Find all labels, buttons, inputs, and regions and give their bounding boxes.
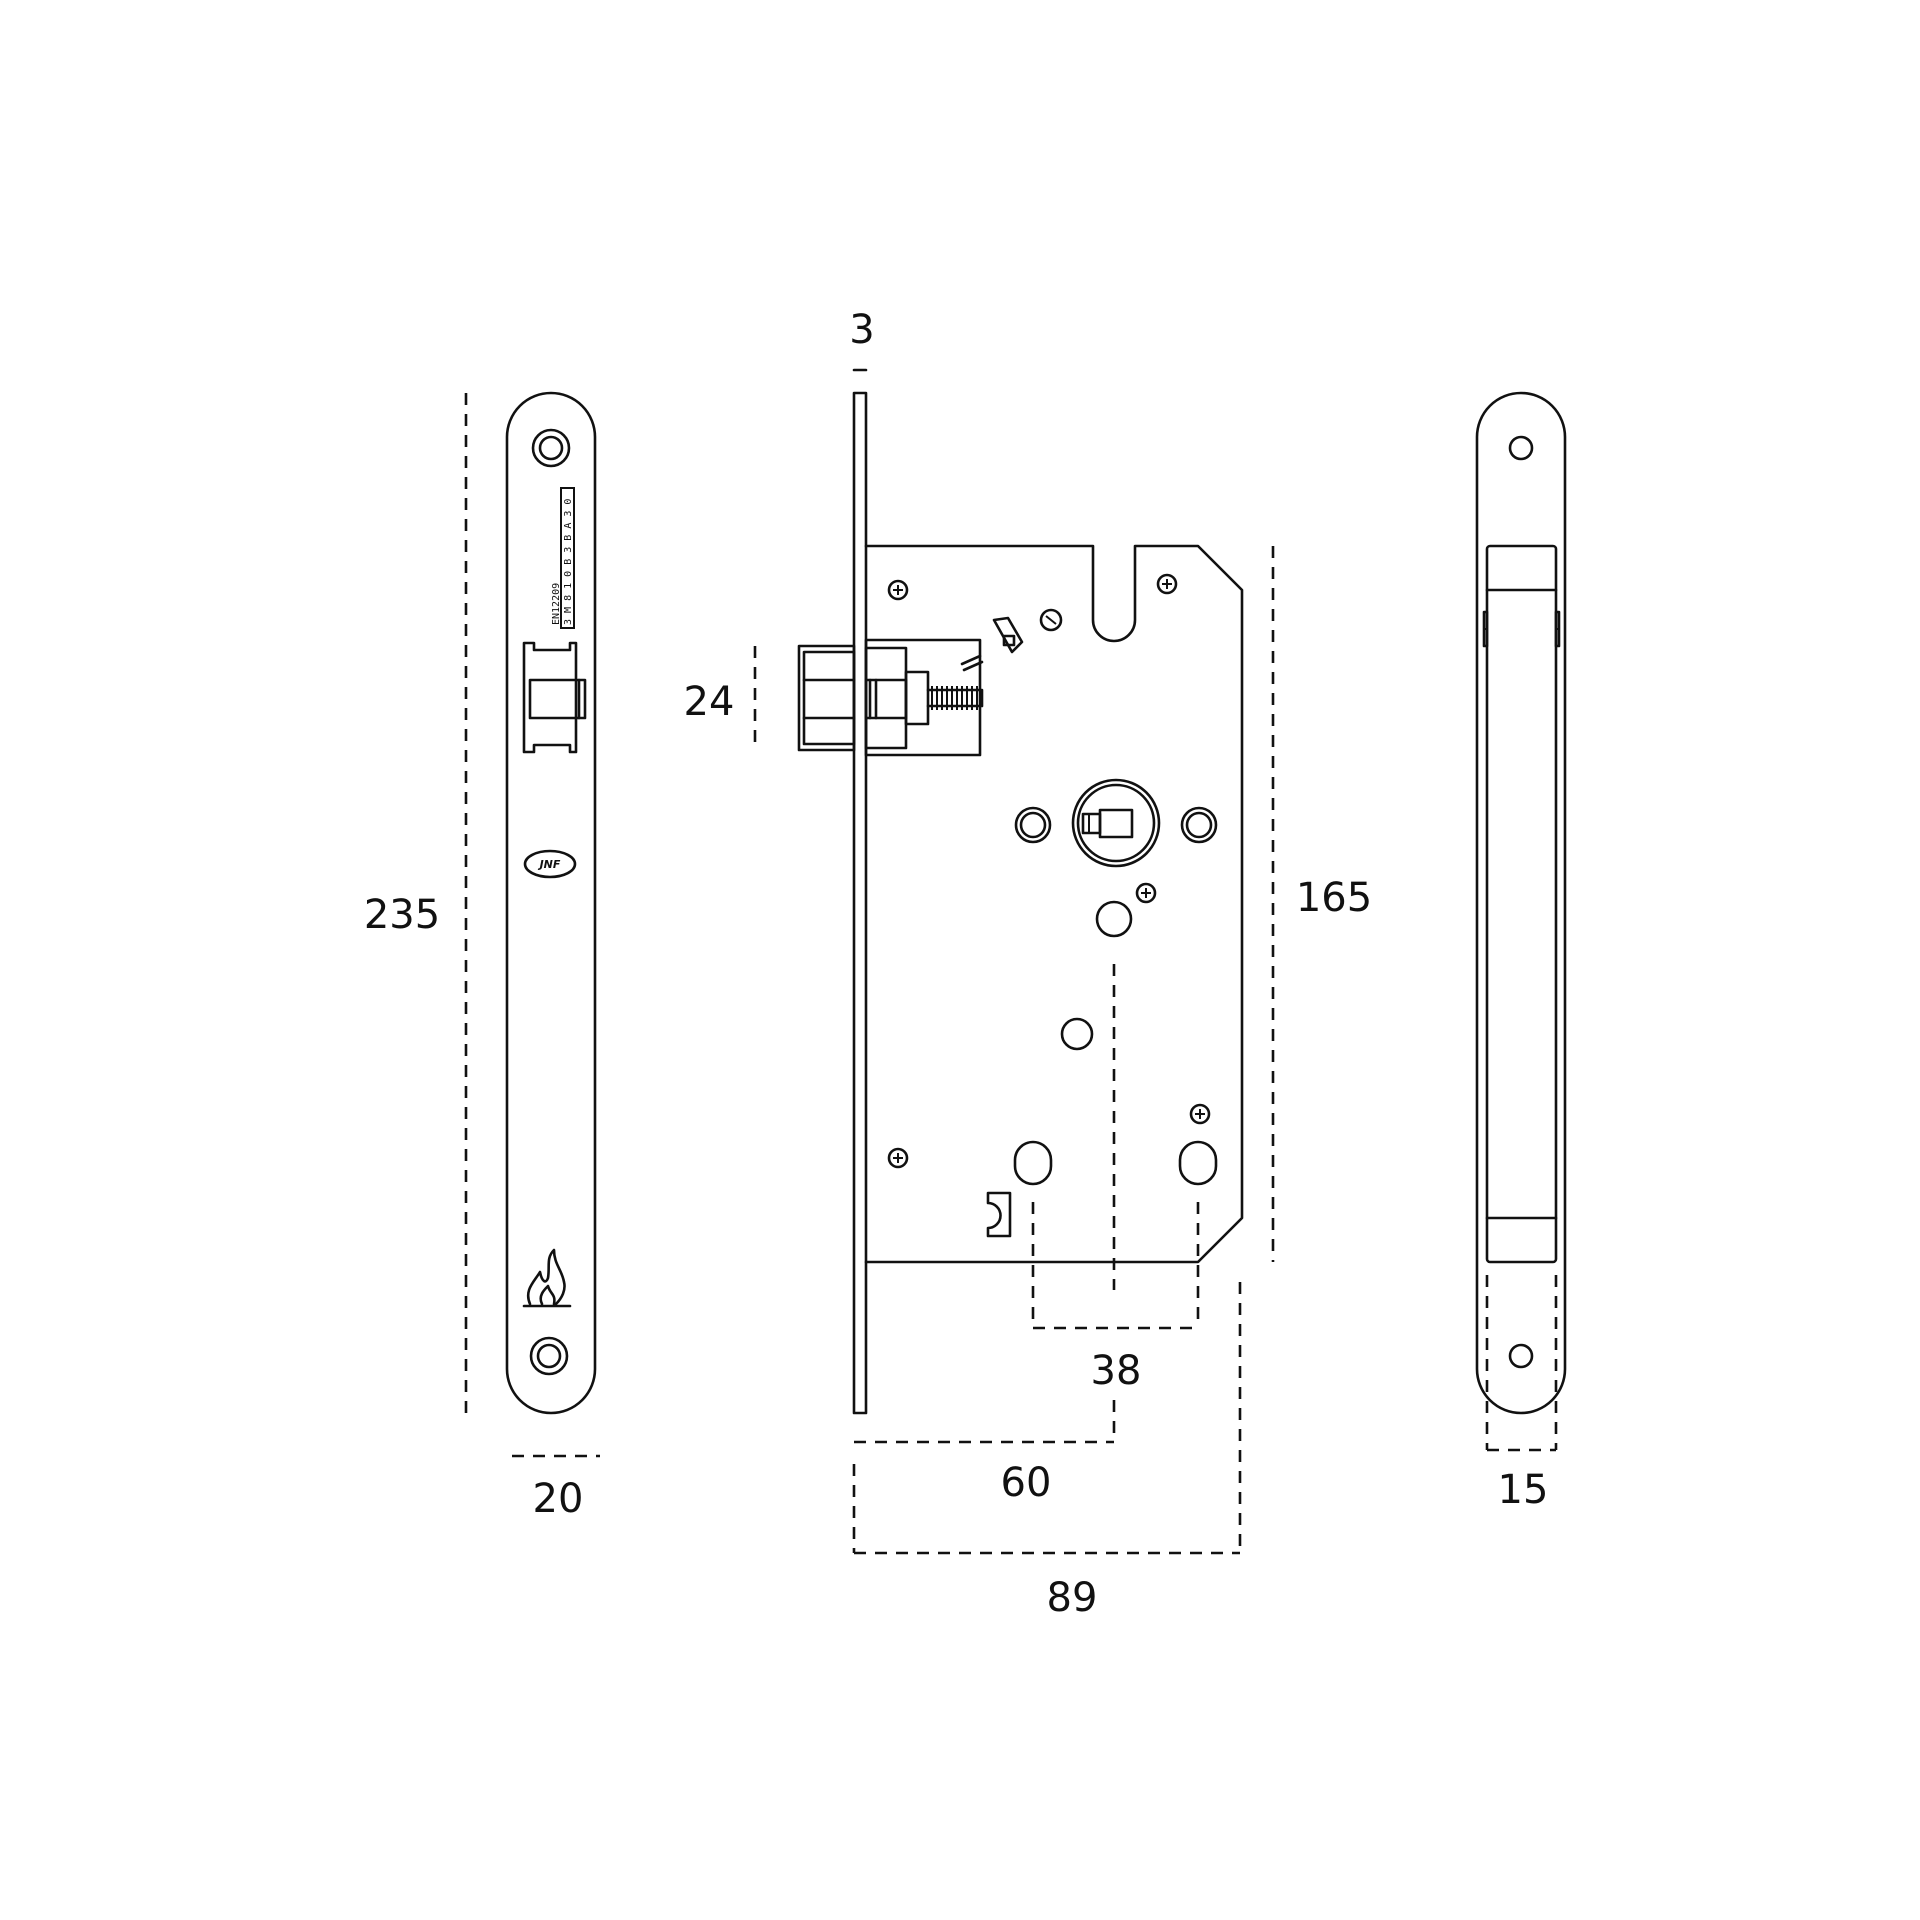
height-dimension-label: 235 — [364, 892, 440, 938]
case-height-dimension-label: 165 — [1296, 875, 1372, 921]
case-depth-label: 89 — [1047, 1575, 1098, 1621]
case-screw-top-right — [1156, 573, 1178, 595]
latch-spring — [926, 654, 984, 710]
top-screw-hole — [531, 428, 571, 468]
spindle-reference-hole — [1095, 900, 1133, 938]
center-distance-dimension — [1031, 1202, 1200, 1330]
lever-part — [992, 616, 1024, 654]
back-case-outline — [1485, 544, 1558, 1264]
case-bracket — [986, 1191, 1012, 1238]
case-screw-top-left — [887, 579, 909, 601]
backset-label: 60 — [1001, 1460, 1052, 1506]
lever-pin — [1002, 634, 1016, 647]
backset-dimension — [854, 964, 1116, 1444]
faceplate-edge — [852, 391, 868, 1415]
cylinder-slot-left — [1013, 1140, 1053, 1186]
latch-dimension-label: 24 — [684, 679, 735, 725]
faceplate-outline — [505, 391, 597, 1415]
center-distance-label: 38 — [1091, 1348, 1142, 1394]
side-width-dimension — [1485, 1275, 1558, 1452]
thickness-dimension-label: 3 — [849, 307, 874, 353]
faceplate-back-view — [1475, 391, 1567, 1415]
latch-bolt — [797, 638, 982, 757]
faceplate-marking-code: 3 M 8 1 0 B 3 B A 3 0 — [560, 487, 575, 629]
cylinder-slot-right — [1178, 1140, 1218, 1186]
flame-icon — [522, 1248, 572, 1308]
bottom-screw-hole — [529, 1336, 569, 1376]
standard-text: EN12209 — [551, 583, 562, 625]
case-screw-middle — [1135, 882, 1157, 904]
bottom-screw-hole-inner — [536, 1343, 562, 1369]
case-screw-lower-right — [1189, 1103, 1211, 1125]
case-screw-lower-left — [887, 1147, 909, 1169]
code-text: 3 M 8 1 0 B 3 B A 3 0 — [563, 499, 574, 625]
lever-screw — [1039, 608, 1063, 632]
case-outline — [864, 544, 1244, 1264]
latch-opening — [522, 641, 587, 754]
faceplate-front-view: EN12209 3 M 8 1 0 B 3 B A 3 0 JNF — [505, 391, 597, 1415]
through-hole-right — [1180, 806, 1218, 844]
width-dimension-label: 20 — [533, 1476, 584, 1522]
through-hole-left — [1014, 806, 1052, 844]
lock-case-view — [797, 391, 1244, 1415]
brand-logo: JNF — [523, 849, 577, 879]
case-depth-dimension — [852, 1282, 1242, 1555]
follower-hub — [1071, 778, 1161, 868]
case-hole — [1060, 1017, 1094, 1051]
side-width-label: 15 — [1498, 1467, 1549, 1513]
faceplate-marking-standard: EN12209 — [551, 583, 562, 625]
back-top-screw-hole — [1508, 435, 1534, 461]
logo-text: JNF — [538, 858, 561, 871]
back-faceplate-outline — [1475, 391, 1567, 1415]
top-screw-hole-inner — [538, 435, 564, 461]
back-bottom-screw-hole — [1508, 1343, 1534, 1369]
